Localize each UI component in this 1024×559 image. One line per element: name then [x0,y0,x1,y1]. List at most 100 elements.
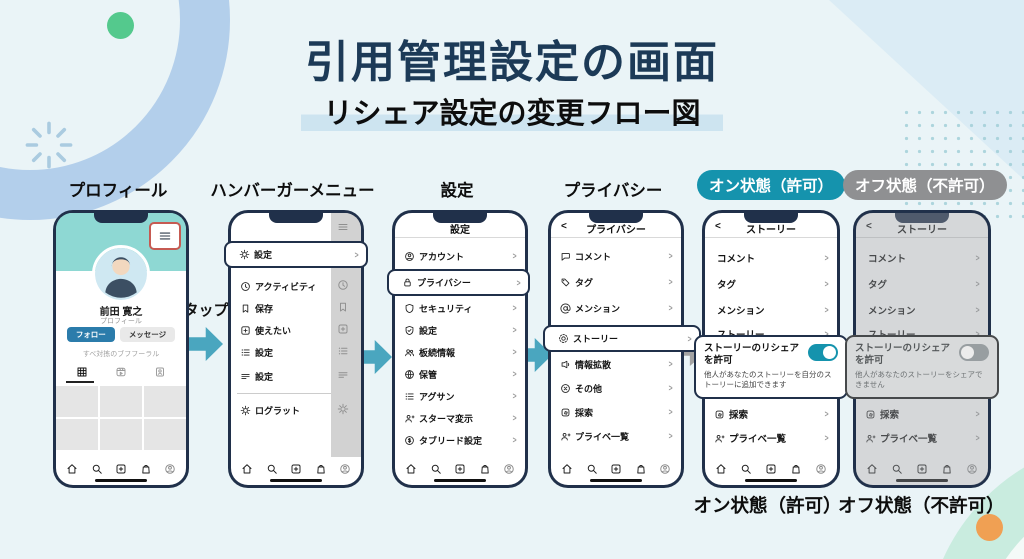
reshare-setting-description: 他人があなたのストーリーを自分のストーリーに追加できます [704,369,832,389]
menu-item-settings-highlighted[interactable]: 設定 > [224,241,368,268]
follow-button[interactable]: フォロー [66,327,115,342]
home-icon[interactable] [715,463,727,475]
story-item-mentions[interactable]: メンション> [717,301,829,319]
header-divider [856,237,988,238]
tagged-tab-icon[interactable] [154,366,166,378]
menu-item-settings-lines[interactable]: 設定 [240,367,331,385]
menu-item-label: 設定 [255,371,274,382]
new-post-icon[interactable] [115,463,127,475]
shop-icon[interactable] [790,463,802,475]
menu-item-label: その他 [575,383,603,394]
reels-tab-icon[interactable] [115,366,127,378]
hamburger-highlight-box[interactable] [149,222,181,250]
home-indicator [745,478,797,482]
story-item-explore[interactable]: 採索 > [865,405,980,423]
story-item-tags[interactable]: タグ> [717,275,829,293]
story-item-private-list[interactable]: プライベ一覧> [714,429,829,447]
reshare-toggle-off[interactable] [959,344,989,361]
story-item-explore[interactable]: 採索> [714,405,829,423]
story-item-comments[interactable]: コメント> [868,249,980,267]
photo-tile[interactable] [100,386,142,417]
search-icon[interactable] [430,463,442,475]
settings-item-settings[interactable]: 設定> [404,321,517,339]
story-item-comments[interactable]: コメント> [717,249,829,267]
search-icon[interactable] [586,463,598,475]
privacy-item-tags[interactable]: タグ> [560,273,673,291]
list-icon [240,347,251,358]
privacy-item-story-highlighted[interactable]: ストーリー> [543,325,701,352]
profile-avatar-icon[interactable] [659,463,671,475]
chevron-right-icon: > [824,409,829,419]
screen-title: ストーリー [746,225,796,236]
settings-item-account[interactable]: アカウント> [404,247,517,265]
reshare-toggle-on[interactable] [808,344,838,361]
new-post-icon[interactable] [290,463,302,475]
privacy-item-private-list[interactable]: プライベ一覧> [560,427,673,445]
settings-item-connections[interactable]: 板続情報> [404,343,517,361]
privacy-item-explore[interactable]: 採索> [560,403,673,421]
menu-item-label: コメント [575,251,612,262]
menu-item-label: コメント [717,254,756,265]
photo-tile[interactable] [144,419,186,450]
menu-item-label: タブリード設定 [419,435,483,446]
settings-item-storage[interactable]: 保管> [404,365,517,383]
home-indicator [434,478,486,482]
bottom-nav [561,462,671,476]
back-chevron[interactable]: < [715,221,721,232]
story-item-mentions[interactable]: メンション> [868,301,980,319]
new-post-icon[interactable] [610,463,622,475]
shop-icon[interactable] [140,463,152,475]
photo-tile[interactable] [144,386,186,417]
home-icon[interactable] [66,463,78,475]
settings-item-security[interactable]: セキュリティ> [404,299,517,317]
chevron-right-icon: > [824,329,829,339]
settings-item-tabreed[interactable]: タブリード設定> [404,431,517,449]
menu-item-label: 採索 [880,410,900,421]
home-icon[interactable] [561,463,573,475]
on-state-bottom-label: オン状態（許可） [693,495,842,516]
home-icon[interactable] [405,463,417,475]
profile-avatar-icon[interactable] [503,463,515,475]
x-circle-icon [560,383,571,394]
shop-icon[interactable] [315,463,327,475]
profile-avatar-icon[interactable] [815,463,827,475]
privacy-item-comments[interactable]: コメント> [560,247,673,265]
menu-item-settings-list[interactable]: 設定 [240,343,331,361]
back-chevron[interactable]: < [561,221,567,232]
menu-item-activity[interactable]: アクティビティ [240,277,331,295]
plus-square-icon [337,323,349,335]
menu-item-save[interactable]: 保存 [240,299,331,317]
message-button[interactable]: メッセージ [119,327,176,342]
photo-tile[interactable] [100,419,142,450]
privacy-item-spread[interactable]: 情報拡散> [560,355,673,373]
new-post-icon[interactable] [454,463,466,475]
search-icon[interactable] [740,463,752,475]
privacy-item-mentions[interactable]: メンション> [560,299,673,317]
photo-tile[interactable] [56,419,98,450]
settings-item-privacy-highlighted[interactable]: プライバシー> [387,269,530,296]
grid-tab-icon[interactable] [76,366,88,378]
screen-title: プライバシー [586,225,646,236]
off-state-bottom-label: オフ状態（不許可） [838,495,1005,516]
new-post-icon[interactable] [765,463,777,475]
story-item-tags[interactable]: タグ> [868,275,980,293]
photo-tile[interactable] [56,386,98,417]
menu-item-logout[interactable]: ログラット [240,401,331,419]
comment-icon [560,251,571,262]
profile-avatar-icon[interactable] [339,463,351,475]
column-label-privacy: プライバシー [563,182,663,200]
search-icon[interactable] [266,463,278,475]
home-icon[interactable] [241,463,253,475]
menu-item-use[interactable]: 使えたい [240,321,331,339]
profile-avatar-icon[interactable] [164,463,176,475]
chevron-right-icon: > [975,409,980,419]
hamburger-icon[interactable] [337,221,349,233]
search-icon[interactable] [91,463,103,475]
settings-item-display[interactable]: スターマ変示> [404,409,517,427]
shop-icon[interactable] [635,463,647,475]
shop-icon[interactable] [479,463,491,475]
back-chevron[interactable]: < [866,221,872,232]
settings-item-list[interactable]: アグサン> [404,387,517,405]
privacy-item-other[interactable]: その他> [560,379,673,397]
